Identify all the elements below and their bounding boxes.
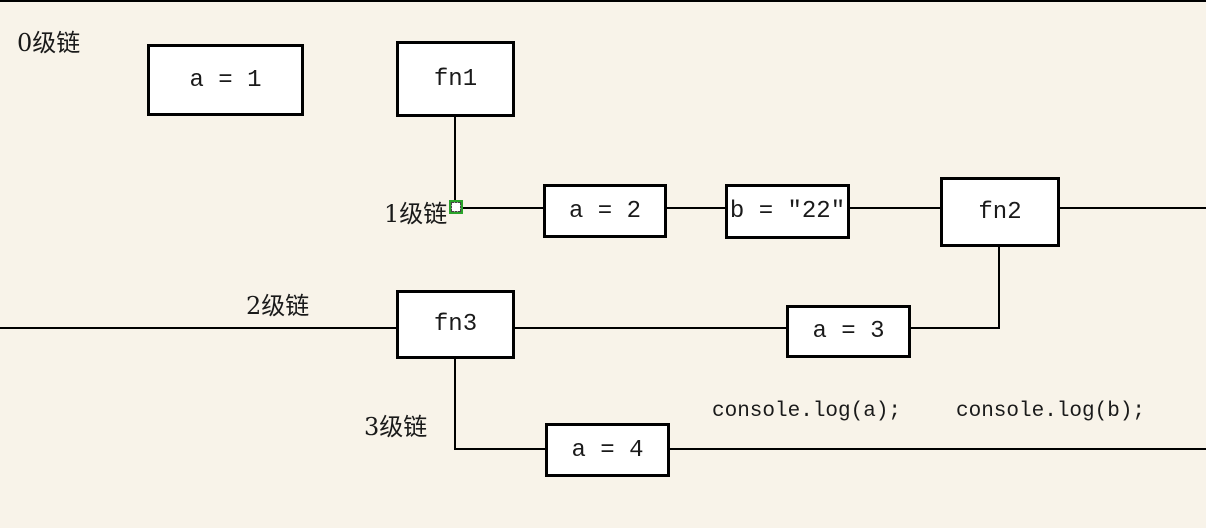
var-box-a4-label: a = 4	[571, 436, 644, 464]
fn-box-fn1[interactable]: fn1	[396, 41, 515, 117]
fn3-to-chain3-connector	[454, 358, 456, 450]
var-box-b22-label: b = ″22″	[729, 198, 846, 225]
var-box-a4[interactable]: a = 4	[545, 423, 670, 477]
var-box-a1[interactable]: a = 1	[147, 44, 304, 116]
var-box-b22[interactable]: b = ″22″	[725, 184, 850, 239]
console-log-a-text: console.log(a);	[712, 400, 902, 423]
fn-box-fn1-label: fn1	[433, 65, 478, 93]
fn-box-fn2-label: fn2	[978, 198, 1022, 226]
var-box-a1-label: a = 1	[189, 66, 262, 94]
fn2-to-chain2-connector	[998, 246, 1000, 329]
console-log-b-text: console.log(b);	[956, 400, 1146, 423]
connector-selection-handle-inner	[451, 202, 461, 212]
chain1-label: 1级链	[384, 200, 448, 228]
chain0-line	[0, 0, 1206, 2]
var-box-a2-label: a = 2	[568, 197, 641, 225]
fn-box-fn3[interactable]: fn3	[396, 290, 515, 359]
fn-box-fn3-label: fn3	[433, 311, 478, 338]
connector-selection-handle[interactable]	[449, 200, 463, 214]
var-box-a2[interactable]: a = 2	[543, 184, 667, 238]
chain0-label: 0级链	[17, 29, 81, 57]
chain2-label: 2级链	[246, 292, 310, 320]
var-box-a3[interactable]: a = 3	[786, 305, 911, 358]
var-box-a3-label: a = 3	[812, 318, 885, 345]
chain3-line	[454, 448, 1206, 450]
fn-box-fn2[interactable]: fn2	[940, 177, 1060, 247]
fn1-to-chain1-connector	[454, 117, 456, 201]
chain3-label: 3级链	[364, 413, 428, 441]
